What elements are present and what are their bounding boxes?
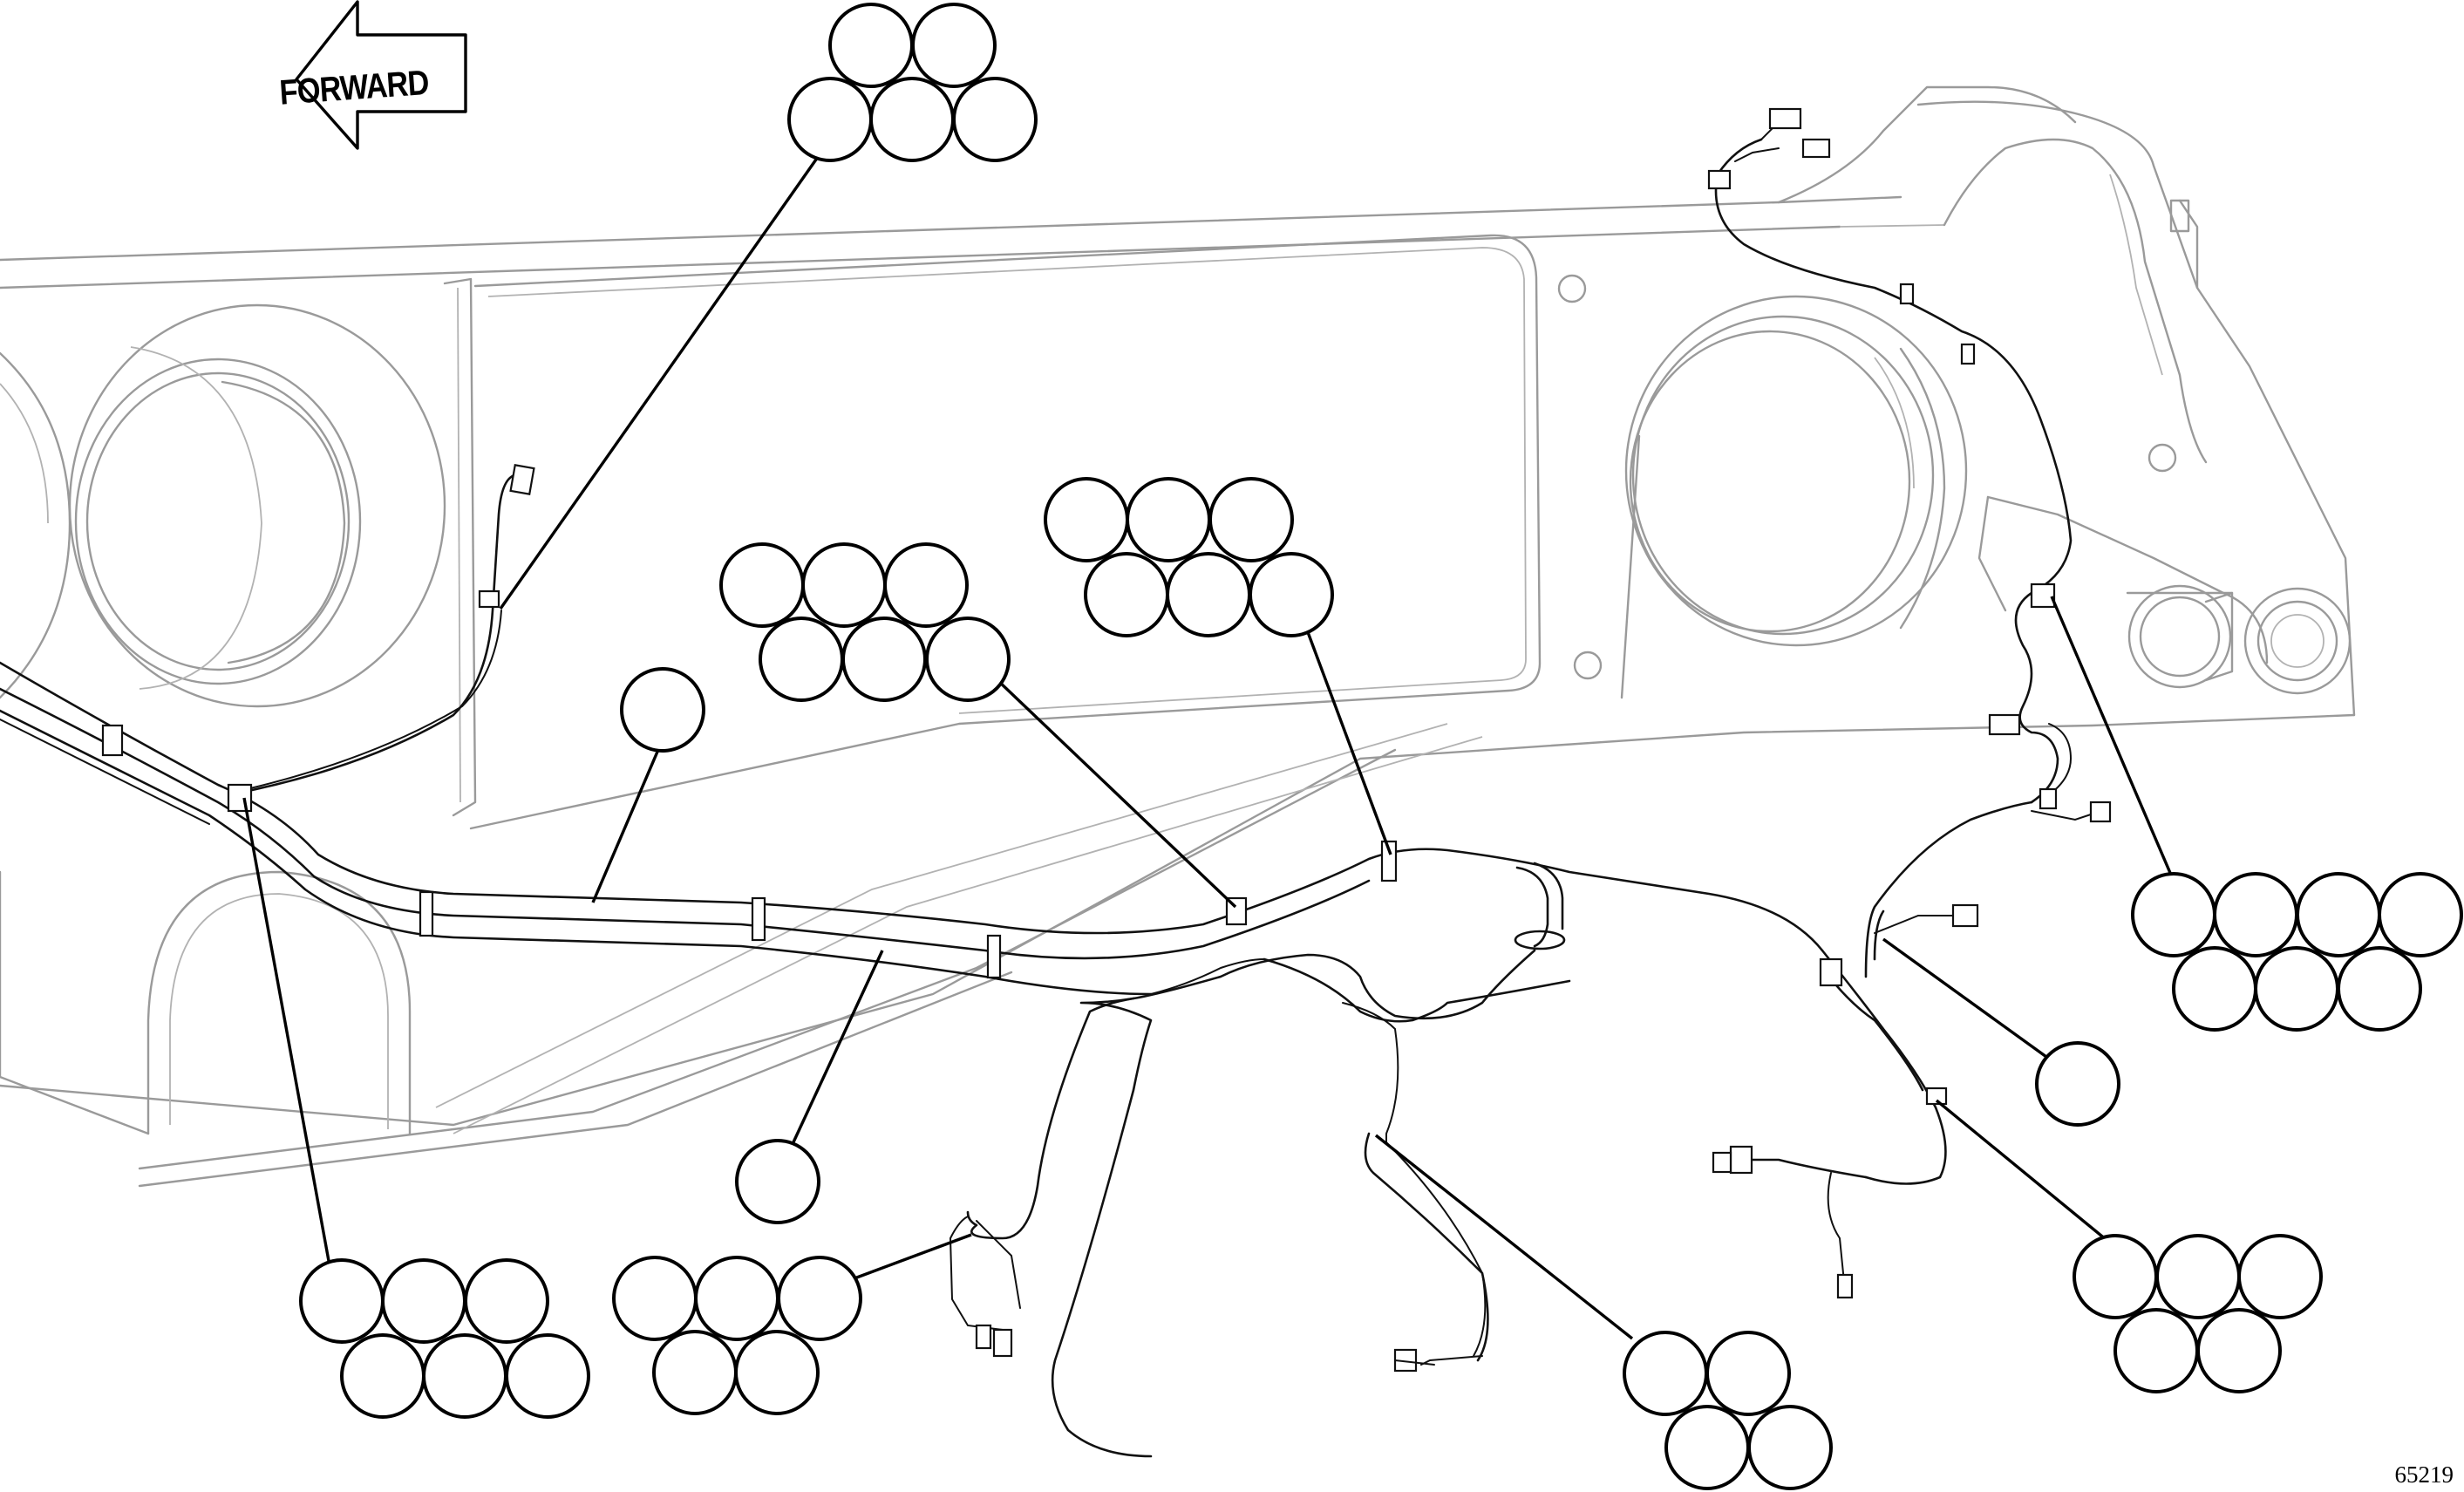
callout-circle [2213,872,2298,957]
callout-circle [2337,946,2422,1032]
callout-bottom-right [2073,1234,2323,1393]
callout-circle [2172,946,2257,1032]
callout-circle [759,617,844,702]
frame-structure [0,85,2356,1188]
callout-circle [925,617,1011,702]
callout-circle [620,667,705,753]
callout-circle [735,1139,820,1224]
callout-circle [2155,1234,2241,1319]
callout-circle [828,3,914,88]
callout-circle [2131,872,2216,957]
callout-circle [952,77,1038,162]
callout-circle [694,1256,779,1341]
callout-circle [787,77,873,162]
callout-top-left [787,3,1038,162]
wiring-harness [0,107,2112,1458]
callout-circle [801,542,887,628]
callout-circle [299,1258,385,1344]
callout-circle [340,1333,425,1419]
callout-circle [1044,477,1129,562]
callout-circle [1166,552,1251,637]
figure-number: 65219 [2395,1461,2454,1488]
callout-bottom-middle [1623,1331,1833,1490]
callout-bottom-left-a [299,1258,590,1419]
callout-single-right [2035,1041,2120,1127]
callout-center-right [1044,477,1334,637]
callout-circle [1249,552,1334,637]
callout-circle [1084,552,1169,637]
callout-circle [2073,1234,2158,1319]
callout-circle [2296,872,2381,957]
callout-circle [734,1330,820,1415]
callout-circle [612,1256,698,1341]
callout-circle [883,542,969,628]
callout-circle [869,77,955,162]
callout-bottom-left-b [612,1256,862,1415]
forward-arrow-icon [295,0,467,150]
callout-circle [1126,477,1211,562]
callout-circle [841,617,927,702]
callout-circle [2237,1234,2323,1319]
callout-circle [2254,946,2339,1032]
callout-circle [381,1258,466,1344]
callout-center-left [719,542,1011,702]
callout-circle [2378,872,2463,957]
callout-circle [1623,1331,1708,1416]
forward-arrow: FORWARD [278,0,467,150]
callout-circle [652,1330,738,1415]
callout-circle [911,3,997,88]
callout-circle [1747,1405,1833,1490]
callout-circle [422,1333,507,1419]
callout-circle [2035,1041,2120,1127]
callout-circle [777,1256,862,1341]
callout-circle [505,1333,590,1419]
callout-circle [2196,1308,2282,1393]
callout-circle [464,1258,549,1344]
callout-circle [1705,1331,1791,1416]
callout-circle [719,542,805,628]
callout-single-upper [620,667,705,753]
callout-circle [1208,477,1294,562]
callout-circle [1664,1405,1750,1490]
callout-circle [2113,1308,2199,1393]
callout-right [2131,872,2463,1032]
callout-single-lower [735,1139,820,1224]
leader-lines [242,156,2175,1340]
